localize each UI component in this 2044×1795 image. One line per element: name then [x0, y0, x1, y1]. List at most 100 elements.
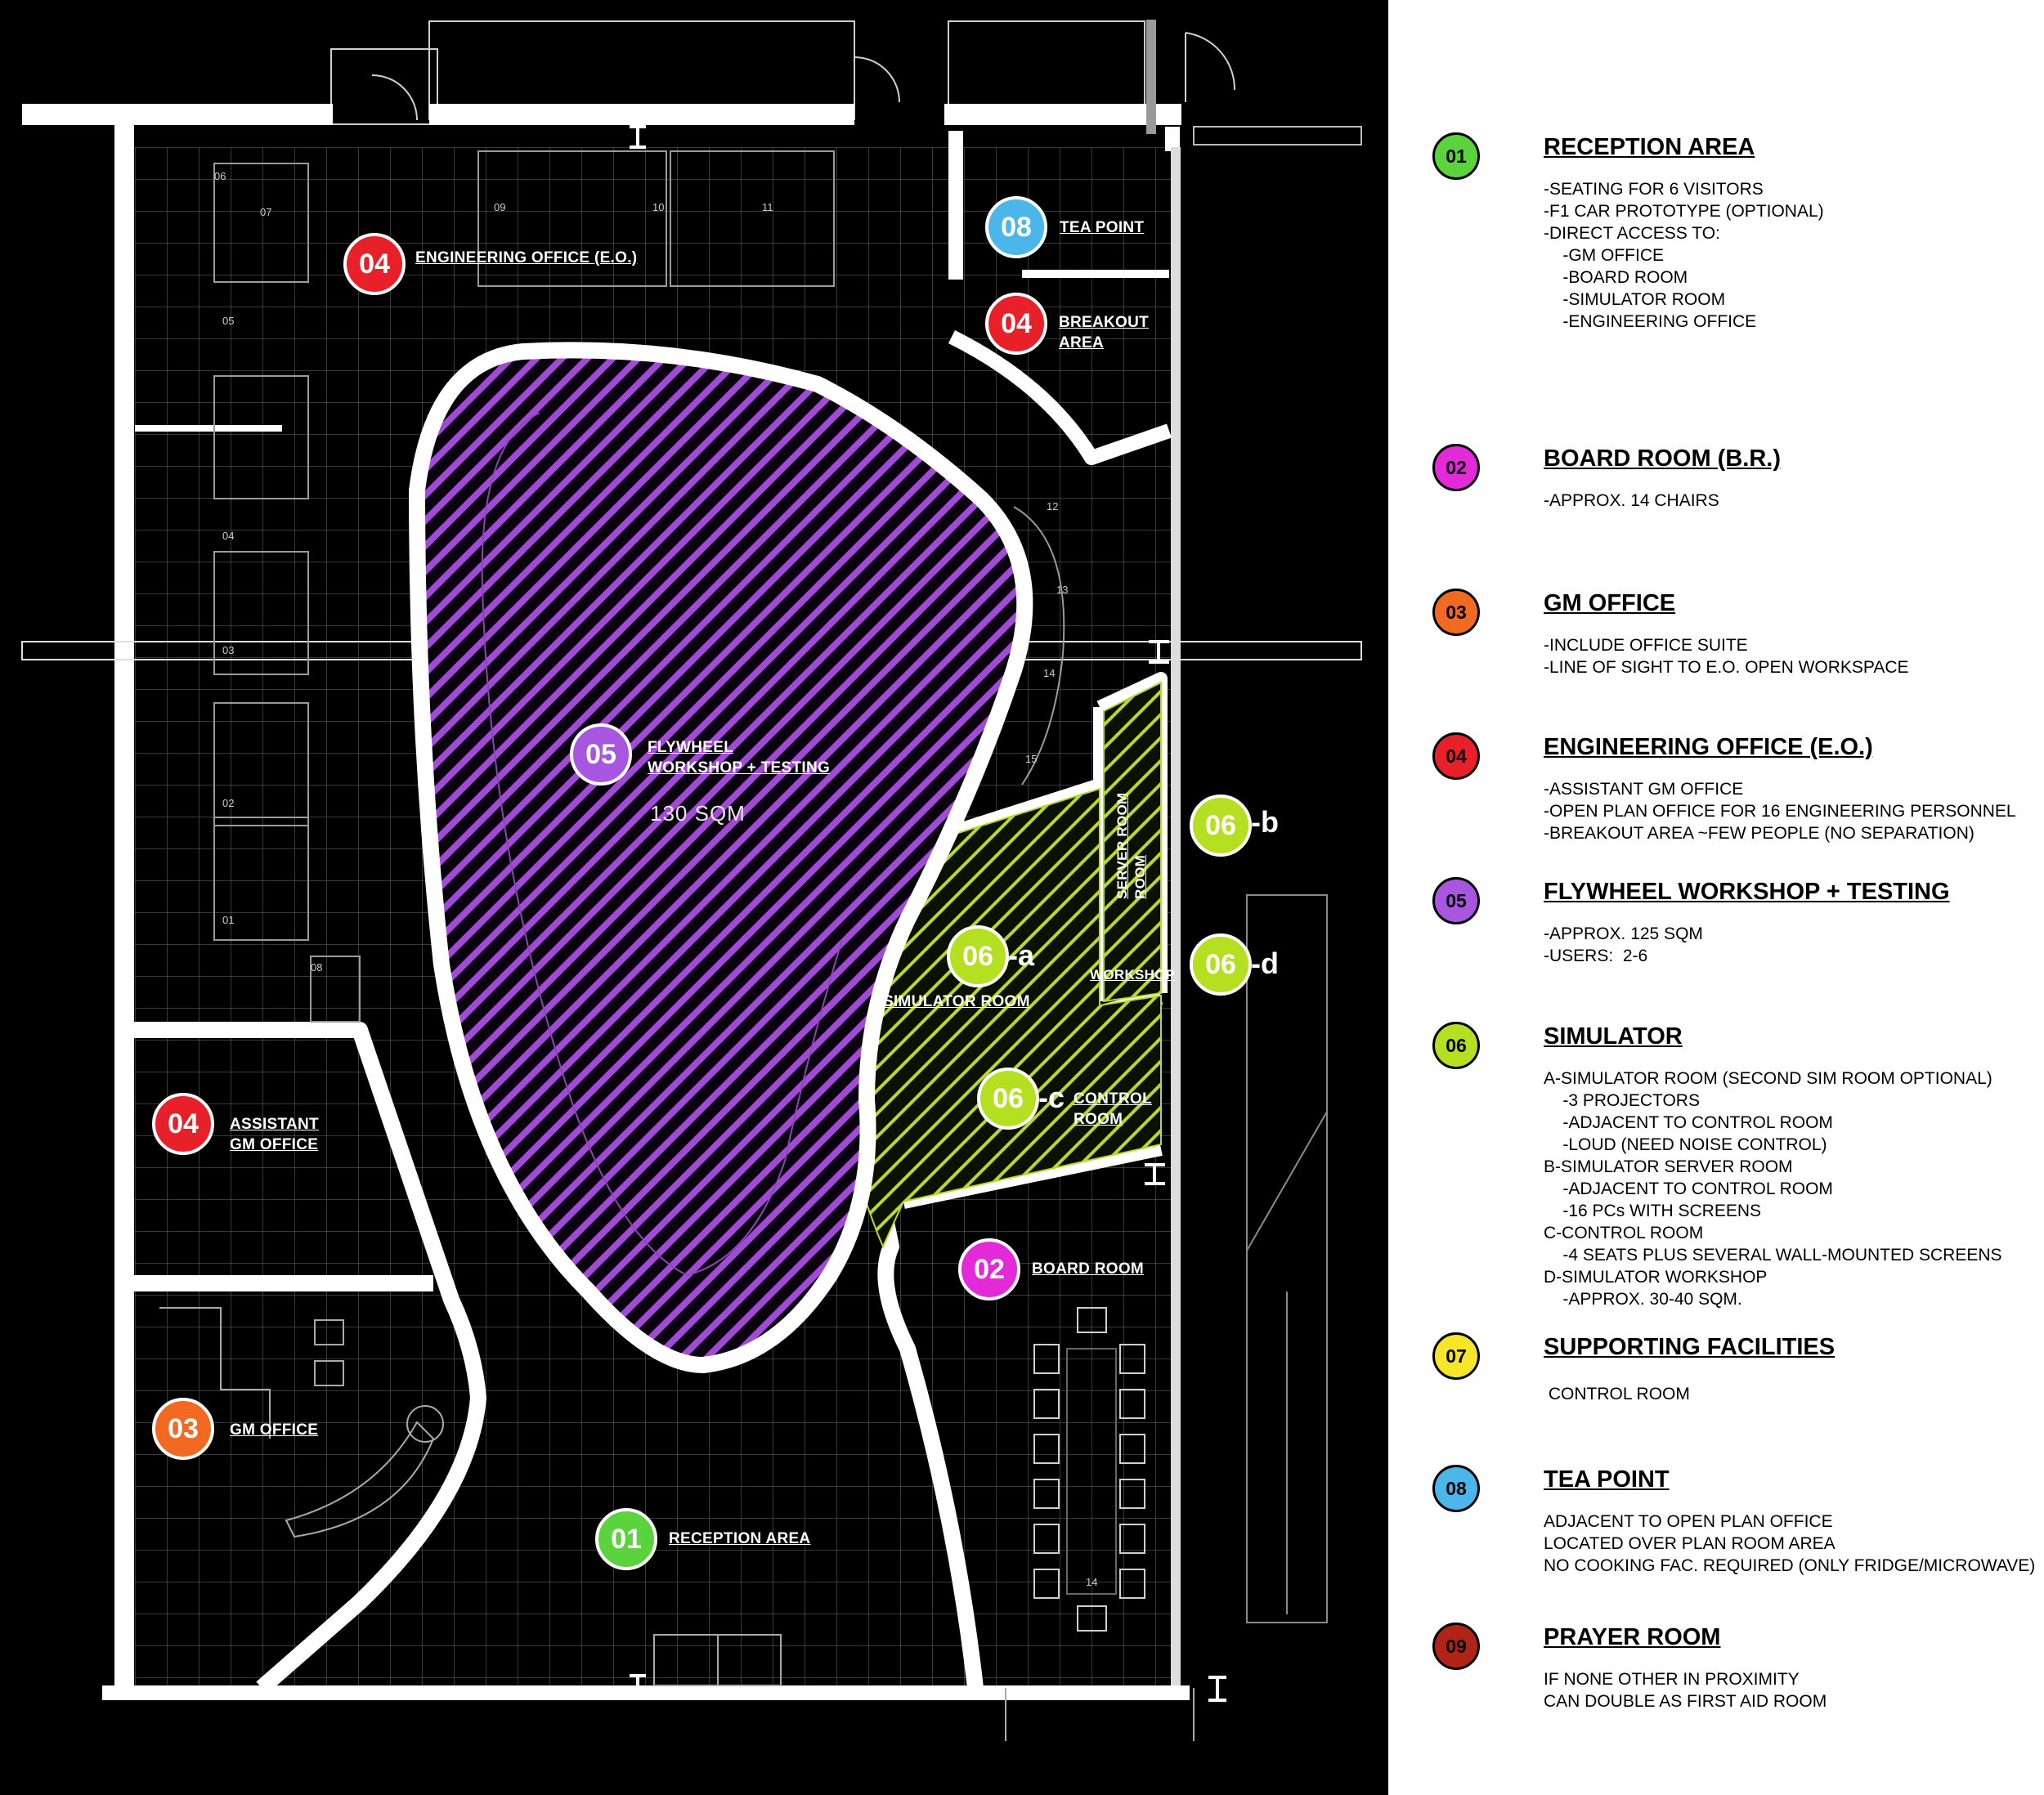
legend-line: -ADJACENT TO CONTROL ROOM: [1544, 1180, 1833, 1198]
legend-circle: 04: [1432, 732, 1480, 780]
legend-circle: 03: [1432, 589, 1480, 636]
seat-number: 06: [214, 170, 226, 182]
tag-01-reception: 01: [595, 1508, 657, 1570]
gm-office-furniture: [159, 1307, 444, 1538]
label-control-room: CONTROL ROOM: [1074, 1090, 1153, 1128]
legend-line: NO COOKING FAC. REQUIRED (ONLY FRIDGE/MI…: [1544, 1556, 2036, 1575]
tag-03-gm-office: 03: [152, 1398, 214, 1460]
seat-number: 09: [494, 201, 506, 213]
exterior-walls: [21, 20, 1362, 1700]
legend-lines: -SEATING FOR 6 VISITORS -F1 CAR PROTOTYP…: [1544, 178, 1824, 333]
seat-number: 04: [222, 530, 235, 542]
legend-title: RECEPTION AREA: [1544, 134, 1755, 160]
legend-line: -LOUD (NEED NOISE CONTROL): [1544, 1135, 1827, 1154]
legend-line: -OPEN PLAN OFFICE FOR 16 ENGINEERING PER…: [1544, 802, 2016, 821]
tag-02-board-room: 02: [958, 1238, 1020, 1300]
legend-line: -BOARD ROOM: [1544, 268, 1688, 287]
legend-line: IF NONE OTHER IN PROXIMITY: [1544, 1670, 1800, 1689]
board-room-chairs: [1033, 1307, 1145, 1632]
tag-suffix-c: -c: [1038, 1081, 1065, 1114]
label-assistant-gm: ASSISTANT GM OFFICE: [230, 1116, 319, 1153]
legend-title: FLYWHEEL WORKSHOP + TESTING: [1544, 879, 1950, 905]
legend-circle: 08: [1432, 1465, 1480, 1512]
legend-title: TEA POINT: [1544, 1466, 1670, 1493]
legend-line: -USERS: 2-6: [1544, 947, 1648, 965]
seat-number: 10: [652, 201, 665, 213]
legend-line: -ENGINEERING OFFICE: [1544, 312, 1757, 331]
legend-line: ADJACENT TO OPEN PLAN OFFICE: [1544, 1512, 1833, 1531]
legend-title: SIMULATOR: [1544, 1023, 1683, 1050]
flywheel-area-note: 130 SQM: [650, 801, 746, 826]
seat-number: 01: [222, 914, 235, 926]
legend-line: -SEATING FOR 6 VISITORS: [1544, 180, 1764, 199]
legend-line: -LINE OF SIGHT TO E.O. OPEN WORKSPACE: [1544, 658, 1909, 677]
label-tea-point: TEA POINT: [1060, 219, 1145, 236]
staircase: [1246, 894, 1328, 1623]
legend-line: -APPROX. 125 SQM: [1544, 924, 1703, 943]
legend-line: -GM OFFICE: [1544, 246, 1664, 265]
legend-lines: -ASSISTANT GM OFFICE -OPEN PLAN OFFICE F…: [1544, 778, 2016, 844]
server-room-zone: [1103, 681, 1162, 1003]
seat-number: 15: [1025, 753, 1038, 765]
legend-line: -F1 CAR PROTOTYPE (OPTIONAL): [1544, 202, 1824, 221]
legend-line: -INCLUDE OFFICE SUITE: [1544, 636, 1748, 655]
tag-06-d: 06: [1190, 933, 1252, 996]
flywheel-inner-outline: [481, 412, 843, 1277]
legend-line: D-SIMULATOR WORKSHOP: [1544, 1268, 1768, 1287]
seat-number: 12: [1047, 500, 1059, 513]
legend-lines: CONTROL ROOM: [1544, 1378, 1690, 1405]
flywheel-zone: [408, 342, 1033, 1374]
legend-lines: -APPROX. 125 SQM -USERS: 2-6: [1544, 923, 1703, 967]
seat-number: 03: [222, 644, 235, 656]
legend-title: PRAYER ROOM: [1544, 1624, 1721, 1650]
legend-circle: 02: [1432, 444, 1480, 491]
tag-suffix-d: -d: [1251, 947, 1279, 980]
legend-title: GM OFFICE: [1544, 590, 1676, 616]
legend-line: LOCATED OVER PLAN ROOM AREA: [1544, 1534, 1836, 1553]
legend-title: BOARD ROOM (B.R.): [1544, 445, 1781, 472]
legend-line: -4 SEATS PLUS SEVERAL WALL-MOUNTED SCREE…: [1544, 1246, 2002, 1265]
legend-line: CONTROL ROOM: [1544, 1385, 1690, 1403]
seat-number: 08: [311, 961, 323, 974]
label-engineering-office: ENGINEERING OFFICE (E.O.): [415, 249, 638, 266]
label-flywheel-workshop: FLYWHEEL WORKSHOP + TESTING: [648, 739, 831, 777]
tag-04-breakout: 04: [985, 293, 1047, 355]
seat-number: 14: [1043, 667, 1056, 679]
label-server-room: SERVER ROOM ROOM: [1114, 792, 1148, 899]
seat-number: 11: [762, 201, 773, 213]
tag-06-c: 06: [977, 1068, 1039, 1130]
legend-line: C-CONTROL ROOM: [1544, 1224, 1704, 1242]
legend-lines: A-SIMULATOR ROOM (SECOND SIM ROOM OPTION…: [1544, 1068, 2002, 1310]
legend-circle: 07: [1432, 1332, 1480, 1380]
legend-title: SUPPORTING FACILITIES: [1544, 1334, 1836, 1360]
seat-number: 05: [222, 315, 235, 327]
column-markers: [630, 125, 1226, 1702]
seat-number: 02: [222, 797, 235, 809]
legend-line: -ASSISTANT GM OFFICE: [1544, 780, 1744, 799]
label-breakout-area: BREAKOUT AREA: [1059, 314, 1150, 351]
legend-line: A-SIMULATOR ROOM (SECOND SIM ROOM OPTION…: [1544, 1069, 1992, 1088]
legend-line: -16 PCs WITH SCREENS: [1544, 1202, 1762, 1220]
engineering-desks: [213, 150, 1065, 1023]
tag-05-flywheel: 05: [570, 723, 632, 786]
legend-circle: 01: [1432, 132, 1480, 180]
legend-line: -3 PROJECTORS: [1544, 1091, 1700, 1110]
floor-plan-drawing: [21, 20, 1362, 1741]
legend-lines: -INCLUDE OFFICE SUITE -LINE OF SIGHT TO …: [1544, 634, 1909, 678]
legend-circle: 05: [1432, 877, 1480, 924]
legend-line: CAN DOUBLE AS FIRST AID ROOM: [1544, 1692, 1827, 1711]
entry-doors: [653, 1634, 1195, 1741]
label-reception-area: RECEPTION AREA: [669, 1530, 811, 1547]
tag-suffix-b: -b: [1251, 805, 1279, 839]
label-simulator-room: SIMULATOR ROOM: [883, 993, 1030, 1010]
legend-line: -APPROX. 30-40 SQM.: [1544, 1290, 1742, 1309]
tag-suffix-a: -a: [1008, 938, 1035, 972]
tag-06-a: 06: [947, 925, 1009, 987]
seat-number: 07: [260, 206, 272, 218]
legend-title: ENGINEERING OFFICE (E.O.): [1544, 734, 1873, 760]
seat-number: 14: [1086, 1576, 1098, 1588]
label-gm-office: GM OFFICE: [230, 1421, 319, 1439]
legend-line: -DIRECT ACCESS TO:: [1544, 224, 1720, 243]
legend-line: B-SIMULATOR SERVER ROOM: [1544, 1157, 1793, 1176]
legend-lines: ADJACENT TO OPEN PLAN OFFICE LOCATED OVE…: [1544, 1511, 2035, 1577]
